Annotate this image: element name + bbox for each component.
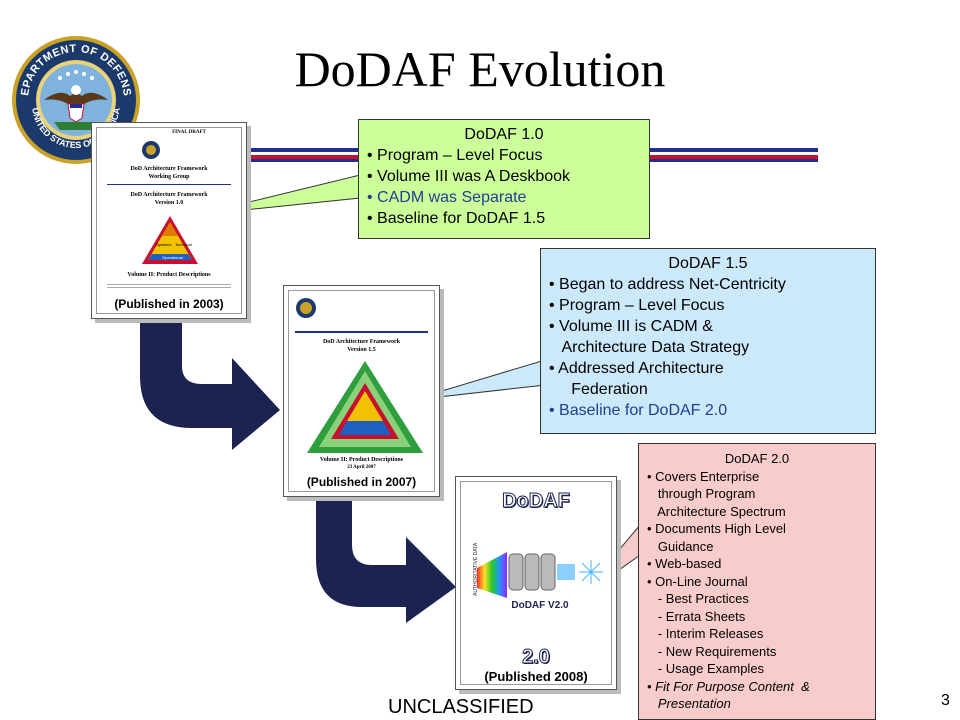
callout-3-item: - New Requirements [647, 643, 777, 659]
callout-1-list: • Program – Level Focus • Volume III was… [367, 145, 641, 229]
callout-1-item: • Baseline for DoDAF 1.5 [367, 210, 546, 227]
doc3-title: DoDAF [502, 490, 571, 513]
doc1-line5: Volume II: Product Descriptions [127, 272, 211, 278]
doc1-tri-b: Technical [175, 242, 192, 247]
callout-dodaf-1-0: DoDAF 1.0 • Program – Level Focus • Volu… [358, 119, 650, 239]
doc1-line3: DoD Architecture Framework [130, 192, 208, 198]
callout-1-heading: DoDAF 1.0 [464, 126, 544, 143]
doc1-triangle-graphic: Systems Technical Operational [142, 216, 198, 264]
doc1-seal-icon [142, 141, 160, 159]
callout-3-item: through Program [647, 486, 756, 501]
callout-2-item: • Began to address Net-Centricity [549, 276, 786, 293]
callout-3-item: - Best Practices [647, 591, 749, 606]
callout-3-item: • Documents High Level [647, 521, 786, 536]
dodaf-2-0-document[interactable]: DoDAF AUTHORITATIVE DATA DoDAF [455, 476, 617, 690]
doc2-seal-icon [296, 298, 316, 318]
doc3-published-label: (Published 2008) [484, 669, 588, 684]
callout-3-item: - Usage Examples [647, 661, 765, 676]
callout-2-list: • Began to address Net-Centricity • Prog… [549, 274, 867, 421]
doc2-line4: 23 April 2007 [347, 465, 376, 470]
doc1-rule [107, 184, 231, 185]
doc3-version: 2.0 [522, 646, 551, 669]
callout-2-item: • Baseline for DoDAF 2.0 [549, 402, 728, 419]
doc1-line4: Version 1.0 [154, 200, 184, 206]
doc1-header: FINAL DRAFT [172, 130, 206, 135]
callout-1-item: • Program – Level Focus [367, 147, 543, 164]
callout-2-item: • Volume III is CADM & [549, 318, 713, 335]
callout-2-heading: DoDAF 1.5 [668, 255, 748, 272]
callout-3-item: • Fit For Purpose Content & [647, 678, 810, 694]
callout-3-item: - Errata Sheets [647, 608, 746, 624]
callout-dodaf-2-0: DoDAF 2.0 • Covers Enterprise through Pr… [638, 443, 876, 720]
classification-footer: UNCLASSIFIED [388, 696, 534, 718]
callout-3-list: • Covers Enterprise through Program Arch… [647, 468, 867, 713]
doc1-tri-a: Systems [156, 242, 171, 247]
doc1-fine-print [107, 284, 231, 288]
callout-2-item: • Program – Level Focus [549, 297, 725, 314]
callout-3-item: • Covers Enterprise [647, 468, 760, 484]
doc1-tri-c: Operational [162, 255, 183, 260]
callout-2-item: Federation [549, 381, 648, 398]
doc2-line1: DoD Architecture Framework [322, 339, 401, 345]
doc2-line2: Version 1.5 [347, 347, 376, 353]
evolution-arrow-2 [316, 495, 456, 623]
dodaf-v2-logo-icon: AUTHORITATIVE DATA DoDAF V2.0 [473, 542, 603, 611]
doc2-triangle-graphic [307, 361, 423, 453]
evolution-arrow-1 [140, 310, 280, 450]
dodaf-1-5-document[interactable]: DoD Architecture Framework Version 1.5 V… [283, 285, 440, 497]
doc2-published-label: (Published in 2007) [306, 475, 417, 489]
callout-dodaf-1-5: DoDAF 1.5 • Began to address Net-Centric… [540, 248, 876, 434]
dodaf-1-0-document[interactable]: FINAL DRAFT DoD Architecture Framework W… [91, 122, 247, 319]
callout-3-heading: DoDAF 2.0 [724, 451, 790, 466]
callout-2-item: Architecture Data Strategy [549, 339, 750, 356]
callout-3-item: Presentation [647, 696, 731, 711]
callout-1-item: • CADM was Separate [367, 189, 527, 206]
callout-2-item: • Addressed Architecture [549, 360, 724, 377]
callout-1-item: • Volume III was A Deskbook [367, 168, 571, 185]
doc2-line3: Volume II: Product Descriptions [319, 457, 404, 463]
doc1-line1: DoD Architecture Framework [130, 166, 208, 172]
slide-title: DoDAF Evolution [294, 41, 666, 97]
callout-3-item: - Interim Releases [647, 626, 764, 641]
doc3-side-label: AUTHORITATIVE DATA [473, 542, 479, 596]
doc2-rule [295, 331, 428, 333]
page-number: 3 [941, 692, 950, 709]
callout-3-item: • Web-based [647, 556, 722, 571]
callout-3-item: Guidance [647, 538, 714, 554]
callout-3-item: Architecture Spectrum [647, 503, 786, 519]
doc1-line2: Working Group [148, 174, 190, 180]
doc1-published-label: (Published in 2003) [114, 297, 224, 311]
callout-3-item: • On-Line Journal [647, 573, 748, 589]
doc3-logo-label: DoDAF V2.0 [511, 600, 569, 611]
